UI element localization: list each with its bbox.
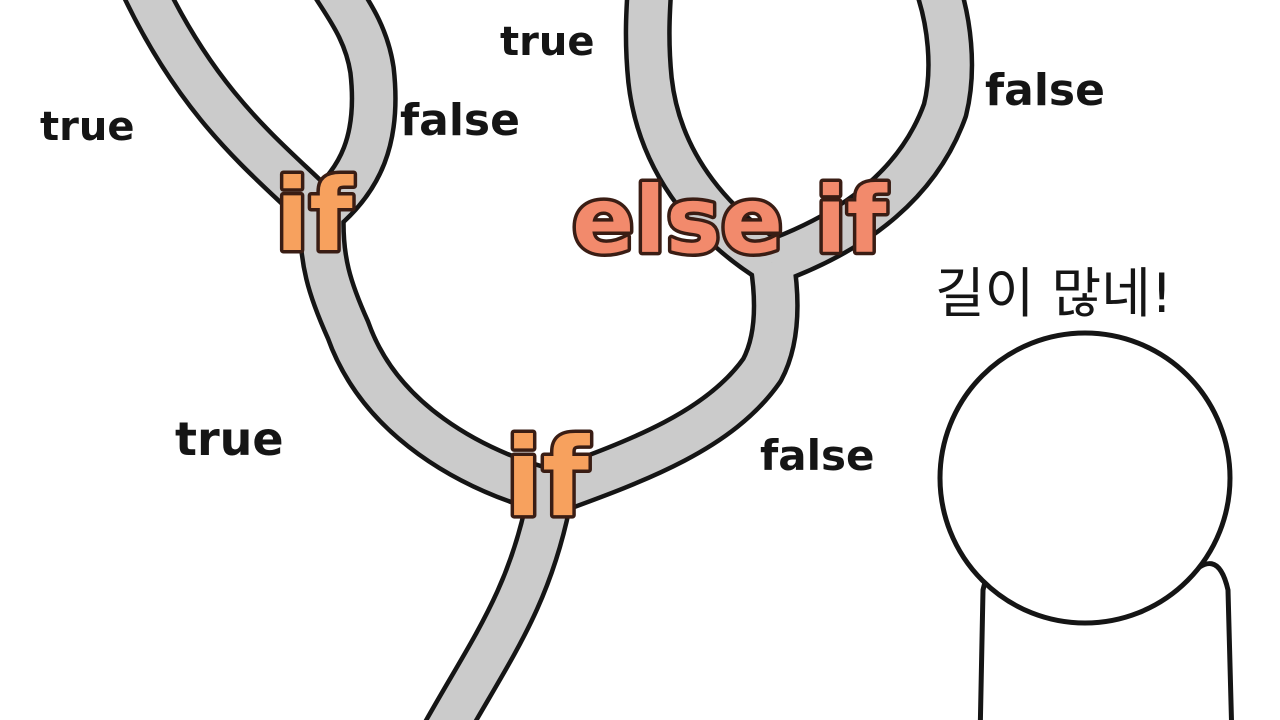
road-trunk xyxy=(428,491,570,720)
left-if-false-label: false xyxy=(400,95,520,146)
else-if-false-label: false xyxy=(985,65,1105,116)
person xyxy=(937,330,1234,720)
left-if-true-label: true xyxy=(40,104,134,150)
road-else-if-false xyxy=(765,0,970,281)
keywords: if if else if xyxy=(272,154,892,545)
road-left-true xyxy=(127,0,336,226)
road-left-false xyxy=(309,0,394,227)
else-if-keyword: else if xyxy=(572,167,888,274)
road-right-branch xyxy=(545,258,796,511)
road-fills xyxy=(127,0,970,720)
left-if-keyword: if xyxy=(275,157,354,274)
branch-labels: true false true false true false xyxy=(40,19,1105,480)
speech-text: 길이 많네! xyxy=(935,262,1173,325)
bottom-if-true-label: true xyxy=(175,412,284,466)
bottom-if-keyword: if xyxy=(505,416,590,541)
road-left-branch xyxy=(302,211,558,511)
road-outlines xyxy=(122,0,975,720)
else-if-true-label: true xyxy=(500,19,594,65)
bottom-if-false-label: false xyxy=(760,431,875,480)
person-head xyxy=(937,330,1233,626)
road-else-if-true xyxy=(628,0,783,279)
